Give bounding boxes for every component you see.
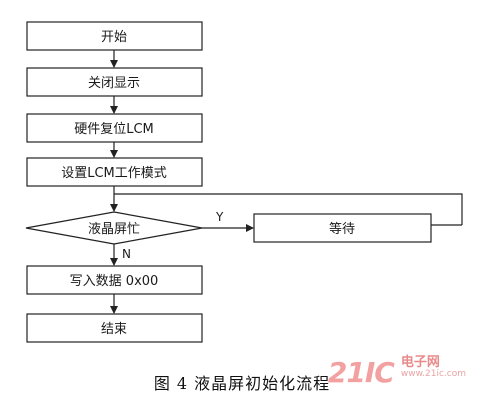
wait-label: 等待 (329, 221, 355, 237)
no-label: N (122, 247, 131, 261)
loop-back-line (114, 193, 463, 225)
end-node: 结束 (26, 313, 203, 343)
figure-caption: 图 4 液晶屏初始化流程 (153, 374, 331, 393)
set-mode-node: 设置LCM工作模式 (26, 157, 203, 187)
set-mode-label: 设置LCM工作模式 (61, 166, 167, 181)
wait-node: 等待 (253, 213, 432, 243)
hw-reset-node: 硬件复位LCM (26, 113, 203, 143)
write-data-node: 写入数据 0x00 (26, 265, 203, 295)
close-display-node: 关闭显示 (26, 67, 203, 97)
start-label: 开始 (101, 30, 127, 45)
busy-check-decision: 液晶屏忙 (25, 211, 203, 245)
write-data-label: 写入数据 0x00 (70, 274, 159, 289)
close-display-label: 关闭显示 (88, 76, 140, 91)
end-label: 结束 (101, 322, 127, 337)
hw-reset-label: 硬件复位LCM (74, 122, 154, 137)
busy-check-label: 液晶屏忙 (88, 222, 140, 237)
start-node: 开始 (26, 21, 203, 51)
yes-label: Y (215, 210, 224, 224)
